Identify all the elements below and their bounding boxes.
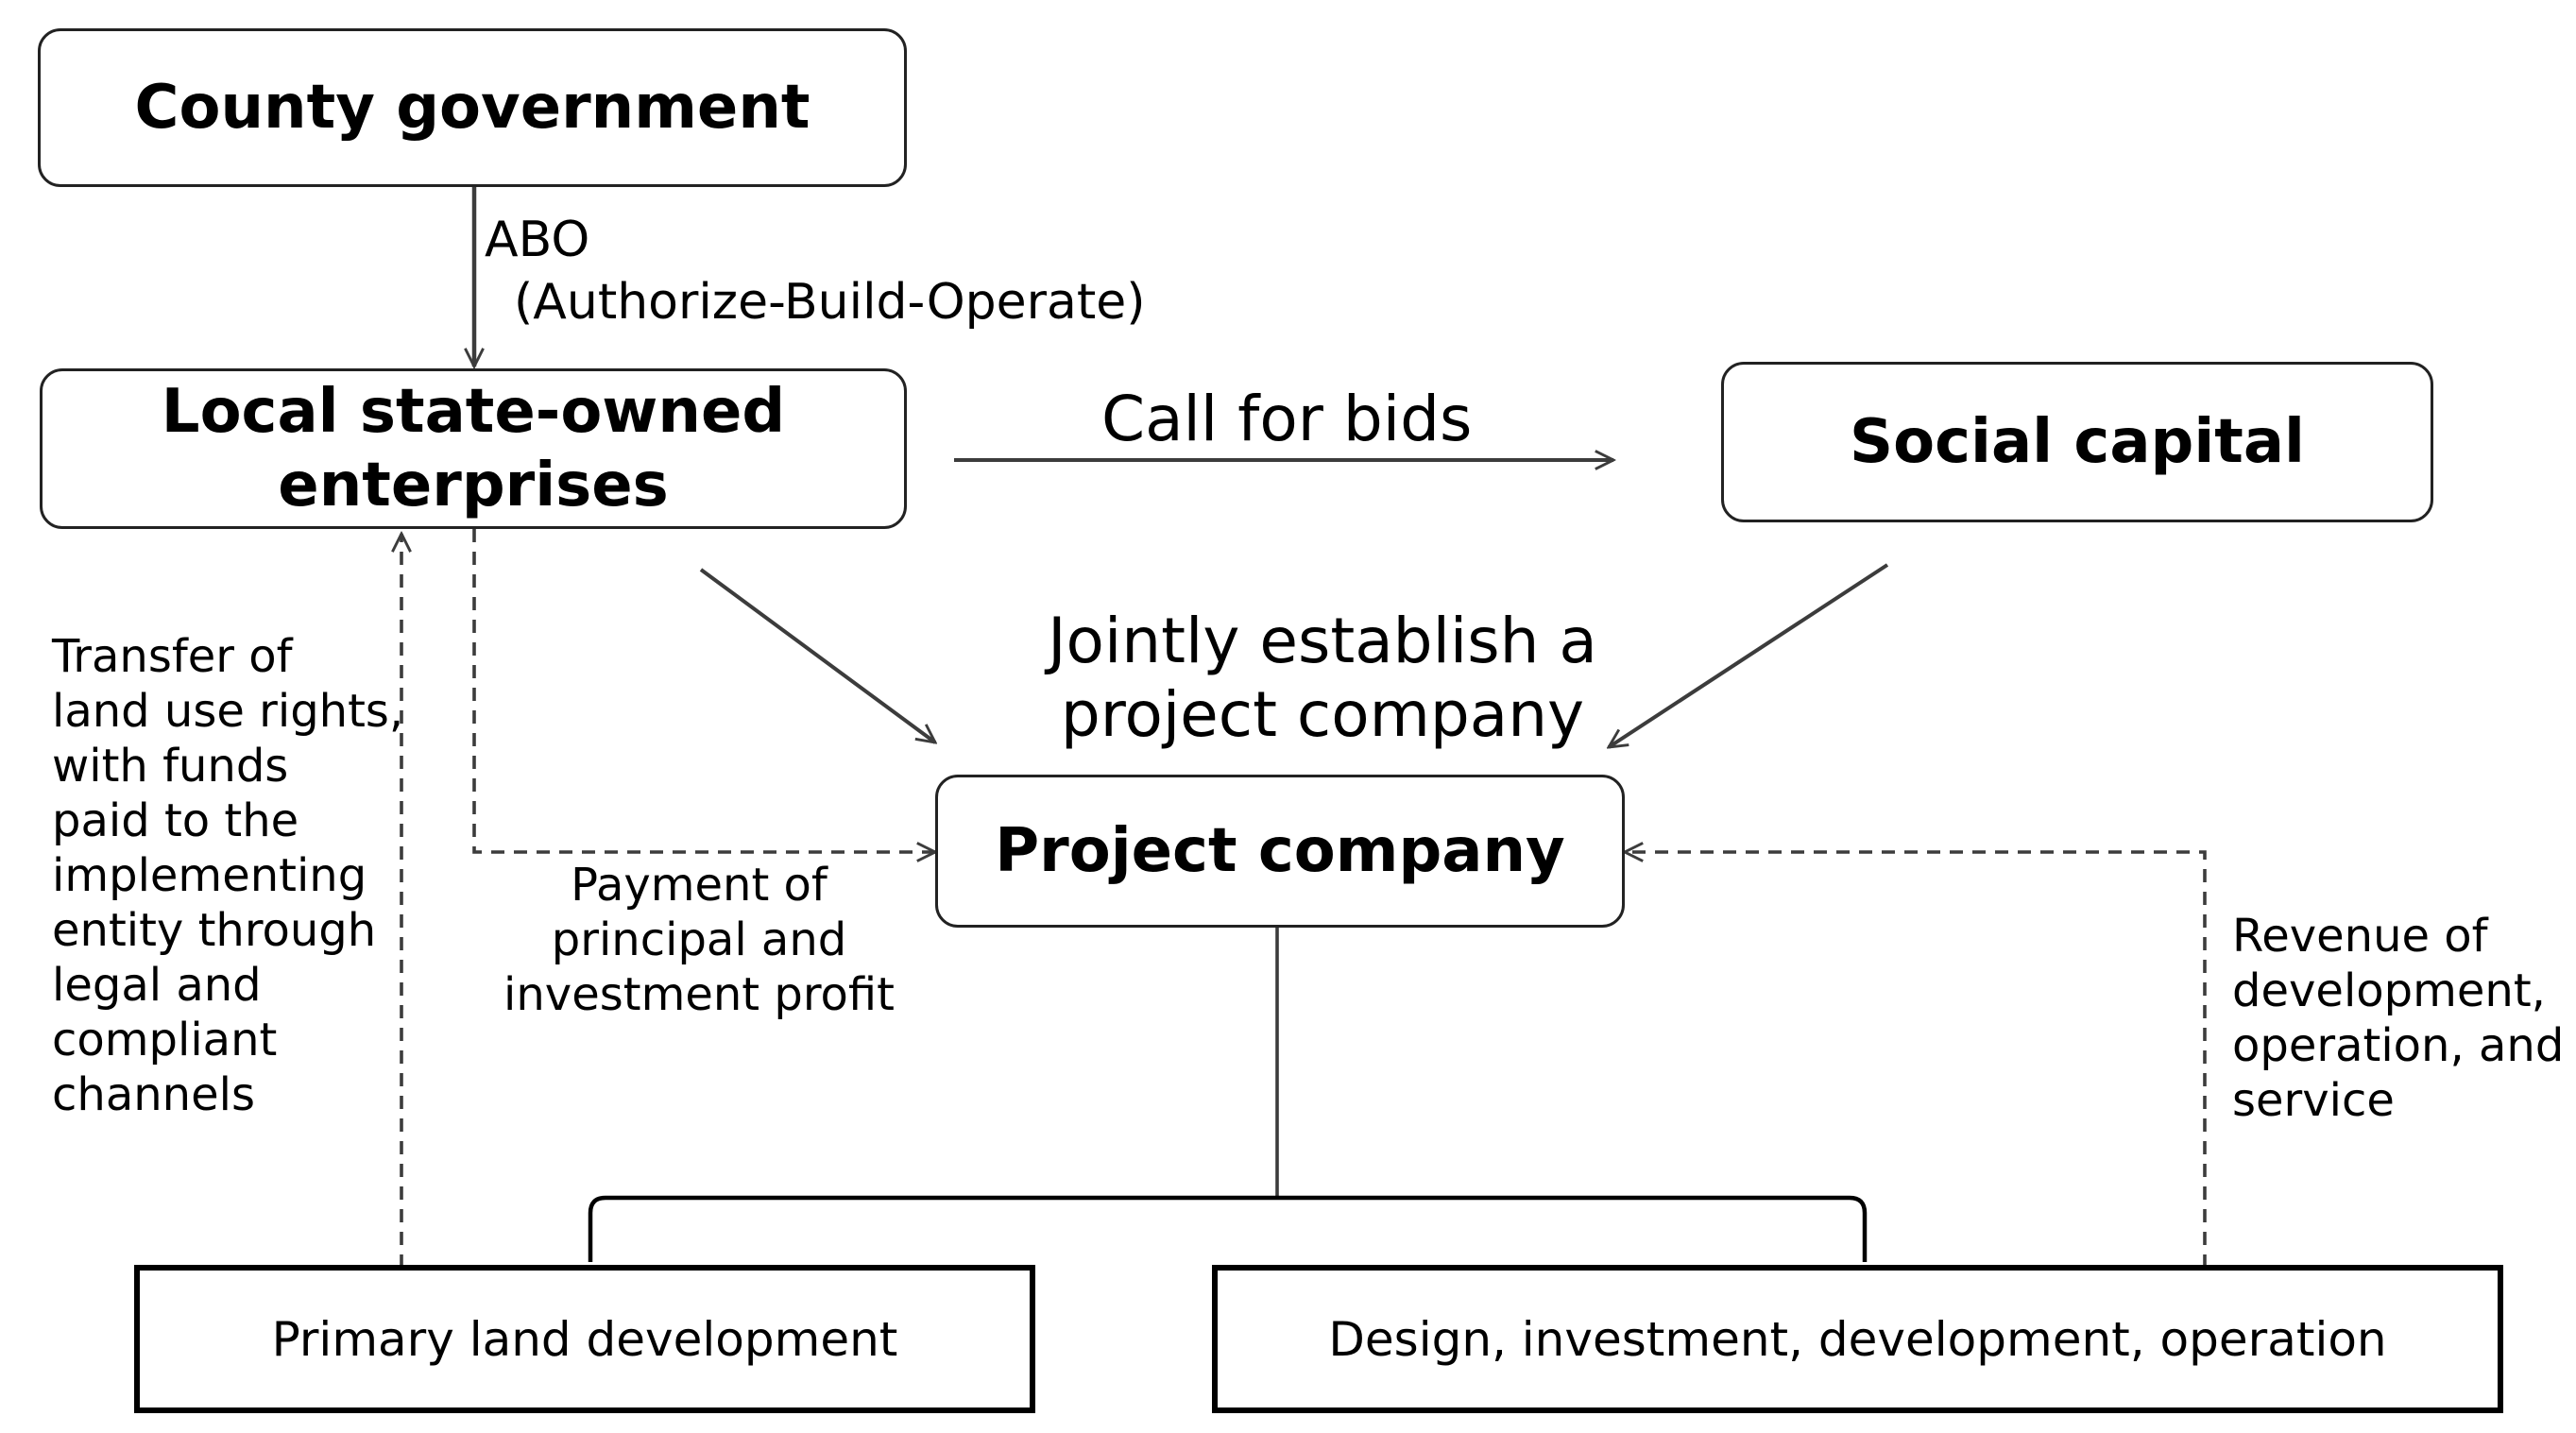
branch-bracket	[588, 1195, 1868, 1262]
jointly-establish-label: Jointly establish a project company	[1048, 605, 1597, 751]
county-government-label: County government	[134, 73, 810, 143]
transfer-land-rights-label: Transfer of land use rights, with funds …	[52, 630, 404, 1121]
abo-full-label: (Authorize-Build-Operate)	[514, 274, 1146, 331]
local-soe-box: Local state-owned enterprises	[40, 368, 907, 529]
capital-to-project-arrow	[1609, 563, 1889, 747]
design-investment-box: Design, investment, development, operati…	[1212, 1265, 2503, 1413]
payment-principal-label: Payment of principal and investment prof…	[503, 859, 895, 1021]
primary-land-development-box: Primary land development	[134, 1265, 1035, 1413]
design-investment-label: Design, investment, development, operati…	[1328, 1311, 2387, 1367]
revenue-label: Revenue of development, operation, and s…	[2232, 910, 2565, 1127]
primary-land-development-label: Primary land development	[271, 1311, 898, 1367]
social-capital-box: Social capital	[1721, 362, 2433, 522]
call-for-bids-label: Call for bids	[1101, 383, 1473, 455]
local-soe-label: Local state-owned enterprises	[161, 377, 786, 520]
revenue-dashed-arrow	[1625, 852, 2207, 1268]
payment-dashed-arrow	[472, 529, 935, 852]
project-company-box: Project company	[935, 775, 1625, 928]
abo-label: ABO	[485, 212, 590, 268]
social-capital-label: Social capital	[1850, 407, 2305, 477]
county-government-box: County government	[38, 28, 907, 187]
project-company-label: Project company	[995, 816, 1565, 886]
soe-to-project-arrow	[699, 568, 935, 742]
